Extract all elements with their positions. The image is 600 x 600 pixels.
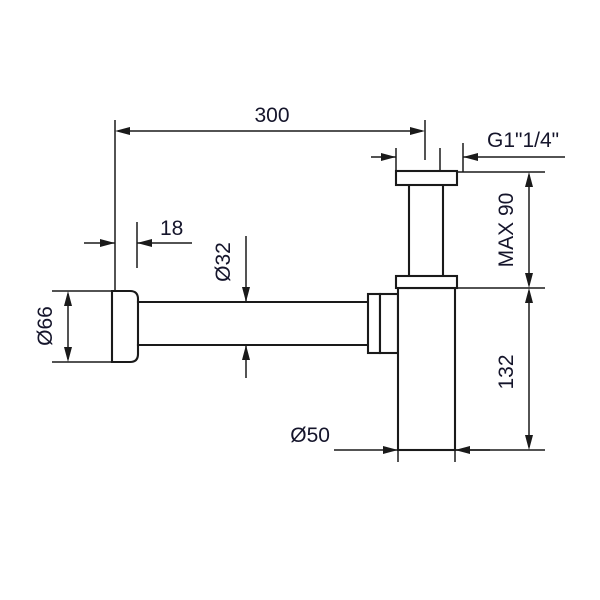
trap-top-ring-profile — [394, 274, 459, 290]
tube-top-flange-profile — [394, 169, 459, 187]
dim-label-max-90: MAX 90 — [495, 193, 518, 268]
dimension-pipe-dia-32: Ø32 — [147, 236, 360, 378]
arrow-90-bottom — [525, 273, 533, 288]
arrow-66-bottom — [64, 347, 72, 362]
part-horizontal-pipe — [136, 300, 370, 347]
dimension-max-90: MAX 90 — [440, 171, 545, 289]
arrow-132-top — [525, 288, 533, 303]
dim-label-50: Ø50 — [290, 424, 330, 447]
dim-label-18: 18 — [160, 217, 183, 240]
arrow-thread-right — [463, 153, 478, 161]
dim-label-300: 300 — [254, 104, 289, 127]
arrow-66-top — [64, 291, 72, 306]
dimension-body-dia-50: Ø50 — [290, 420, 490, 462]
part-trap-body — [396, 286, 457, 452]
dimension-offset-18: 18 — [84, 217, 192, 268]
arrow-300-left — [115, 127, 130, 135]
dimension-thread-g1-1-4: G1"1/4" — [371, 129, 565, 176]
dim-label-32: Ø32 — [212, 242, 235, 282]
arrow-300-right — [410, 127, 425, 135]
arrow-50-right — [455, 446, 470, 454]
part-trap-top-ring — [394, 274, 459, 290]
wall-flange-profile — [110, 289, 140, 364]
arrow-18-left — [100, 239, 115, 247]
part-tube-top-flange — [394, 169, 459, 187]
dimension-height-132: 132 — [455, 288, 545, 451]
arrow-90-top — [525, 172, 533, 187]
part-wall-flange — [110, 289, 140, 364]
arrow-18-right — [137, 239, 152, 247]
dim-label-132: 132 — [495, 354, 518, 389]
arrow-132-bottom — [525, 435, 533, 450]
trap-body-profile — [396, 286, 457, 452]
arrow-thread-left — [381, 153, 396, 161]
part-vertical-tube — [407, 182, 445, 278]
arrow-32-top — [242, 287, 250, 302]
collar-inner-ring — [378, 292, 400, 355]
dim-label-thread: G1"1/4" — [487, 129, 559, 152]
dimension-flange-dia-66: Ø66 — [34, 290, 112, 363]
arrow-32-bottom — [242, 345, 250, 360]
dim-label-66: Ø66 — [34, 306, 57, 346]
dimension-length-300: 300 — [114, 104, 426, 300]
collar-outer-ring — [366, 292, 382, 355]
part-pipe-collar — [366, 292, 400, 355]
arrow-50-left — [383, 446, 398, 454]
